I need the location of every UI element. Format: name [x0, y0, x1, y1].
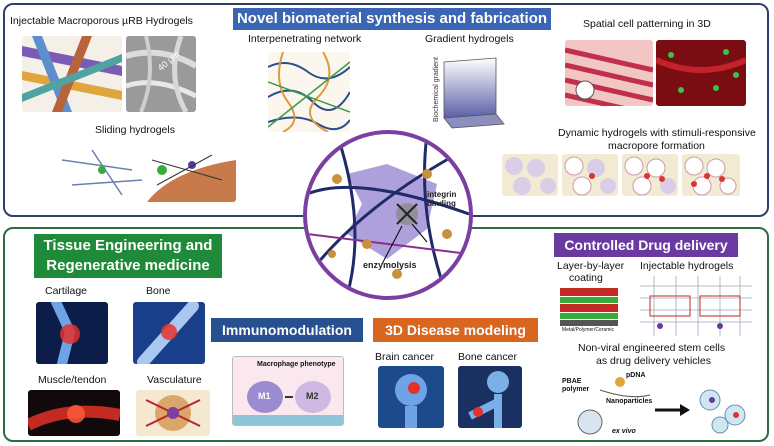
banner-tissue-line1: Tissue Engineering and — [43, 237, 213, 254]
label-dynamic-hydrogels-line1: Dynamic hydrogels with stimuli-responsiv… — [558, 127, 756, 139]
image-microribbon-hydrogel — [22, 36, 122, 112]
image-sem-microribbons: 40 µm — [126, 36, 196, 112]
image-injectable-hydrogels — [640, 276, 752, 336]
label-layer-by-layer-1: Layer-by-layer — [557, 260, 625, 272]
label-bone: Bone — [146, 285, 171, 297]
label-m1: M1 — [258, 391, 271, 401]
label-pbae-polymer: PBAE polymer — [562, 378, 590, 393]
image-layer-by-layer: Metal/Polymer/Ceramic — [560, 286, 618, 336]
banner-immunomodulation: Immunomodulation — [211, 318, 363, 342]
label-gradient-hydrogels: Gradient hydrogels — [425, 33, 514, 45]
banner-tissue-engineering: Tissue Engineering and Regenerative medi… — [34, 234, 222, 278]
image-dynamic-macropore-4 — [682, 154, 740, 196]
macrophage-title: Macrophage phenotype — [257, 361, 336, 368]
label-muscle-tendon: Muscle/tendon — [38, 374, 107, 386]
label-injectable-hydrogels: Injectable hydrogels — [640, 260, 734, 272]
label-nanoparticles: Nanoparticles — [606, 398, 653, 405]
label-cartilage: Cartilage — [45, 285, 88, 297]
image-macrophage-phenotype: Macrophage phenotype M1 M2 — [232, 356, 344, 426]
label-ex-vivo: ex vivo — [612, 428, 636, 435]
image-gradient-hydrogel: Biochemical gradient — [430, 52, 510, 132]
label-vasculature: Vasculature — [147, 374, 202, 386]
label-nonviral-line1: Non-viral engineered stem cells — [578, 342, 726, 354]
image-vasculature — [136, 390, 210, 436]
image-cell-patterning-pink — [565, 40, 653, 106]
banner-tissue-line2: Regenerative medicine — [46, 257, 210, 274]
banner-disease-modeling: 3D Disease modeling — [373, 318, 538, 342]
image-dynamic-macropore-1 — [502, 154, 558, 196]
image-cell-patterning-red — [656, 40, 746, 106]
layer-caption: Metal/Polymer/Ceramic — [562, 327, 614, 333]
image-dynamic-macropore-3 — [622, 154, 678, 196]
label-sliding-hydrogels: Sliding hydrogels — [95, 124, 175, 136]
label-nonviral-line2: as drug delivery vehicles — [596, 355, 711, 367]
label-enzymolysis: enzymolysis — [363, 260, 417, 270]
image-muscle-tendon — [28, 390, 120, 436]
central-hydrogel-circle: integrin binding enzymolysis — [303, 130, 473, 300]
label-dynamic-hydrogels-line2: macropore formation — [608, 140, 705, 152]
label-pdna: pDNA — [626, 372, 646, 379]
image-dynamic-macropore-2 — [562, 154, 618, 196]
banner-biomaterial-synthesis: Novel biomaterial synthesis and fabricat… — [233, 8, 551, 30]
image-brain-cancer — [378, 366, 444, 428]
label-interpenetrating-network: Interpenetrating network — [248, 33, 362, 45]
image-interpenetrating-network — [268, 52, 350, 132]
label-macroporous-hydrogels: Injectable Macroporous µRB Hydrogels — [10, 15, 193, 27]
image-nonviral-stem-cells: PBAE polymer pDNA Nanoparticles ex vivo — [560, 370, 754, 438]
label-brain-cancer: Brain cancer — [375, 351, 434, 363]
label-bone-cancer: Bone cancer — [458, 351, 517, 363]
image-bone-xray — [133, 302, 205, 364]
label-integrin-binding: integrin binding — [427, 190, 457, 208]
image-sliding-hydrogel — [62, 140, 236, 202]
image-bone-cancer — [458, 366, 522, 428]
label-m2: M2 — [306, 391, 319, 401]
label-spatial-cell-patterning: Spatial cell patterning in 3D — [583, 18, 711, 30]
banner-drug-delivery: Controlled Drug delivery — [554, 233, 738, 257]
image-cartilage-knee — [36, 302, 108, 364]
label-layer-by-layer-2: coating — [569, 272, 603, 284]
gradient-axis-label: Biochemical gradient — [432, 57, 440, 122]
